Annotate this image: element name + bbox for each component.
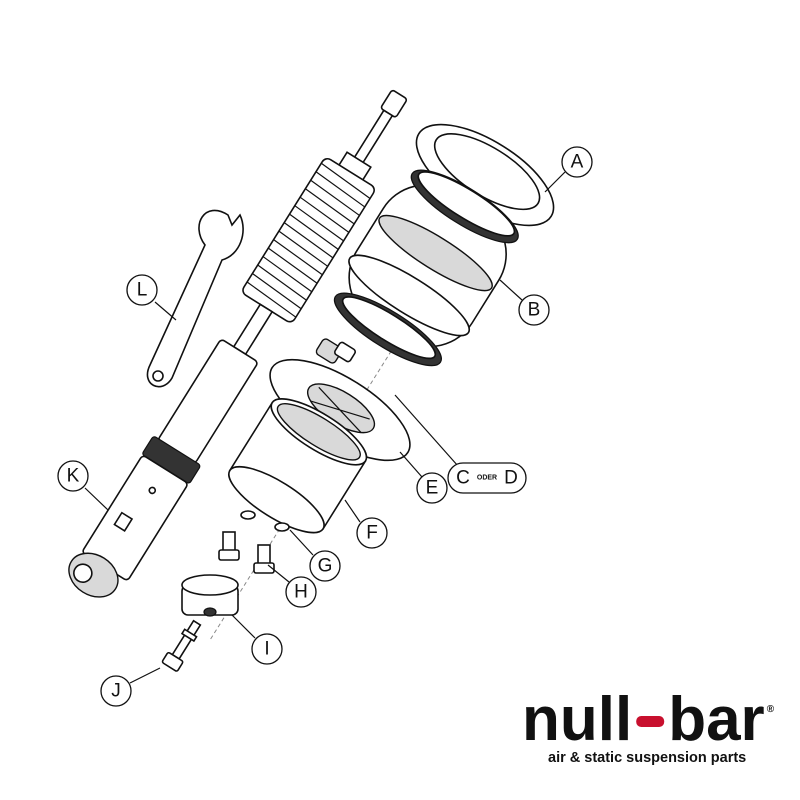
bellows-ridge	[262, 256, 313, 293]
callout-G: G	[309, 550, 341, 582]
logo-name-left: null	[522, 685, 632, 754]
bolt	[253, 544, 275, 574]
callout-C-or-D: C ODER D	[447, 462, 527, 494]
bellows-ridge	[278, 230, 329, 267]
svg-text:G: G	[318, 556, 333, 577]
callout-I: I	[251, 633, 283, 665]
bellows-ridge	[315, 171, 366, 208]
washer	[274, 522, 290, 532]
bellows-ridge	[252, 273, 302, 310]
bellows-ridge	[310, 179, 360, 216]
bellows-ridge	[294, 205, 344, 242]
bolt	[218, 531, 240, 561]
svg-text:L: L	[137, 280, 148, 301]
callout-F: F	[356, 517, 388, 549]
leader-lines	[84, 171, 566, 684]
callout-K: K	[57, 460, 89, 492]
bellows-ridge	[299, 196, 350, 233]
svg-text:D: D	[504, 468, 518, 489]
air-fitting	[315, 338, 357, 364]
svg-text:B: B	[528, 300, 541, 321]
spanner-wrench	[146, 209, 244, 388]
bellows-ridge	[289, 213, 339, 250]
dust-bellows	[242, 157, 375, 323]
svg-text:ODER: ODER	[477, 475, 497, 482]
bellows-ridge	[267, 247, 318, 284]
callout-E: E	[416, 472, 448, 504]
bellows-ridge	[257, 264, 307, 301]
callout-B: B	[518, 294, 550, 326]
svg-text:K: K	[67, 466, 80, 487]
callout-L: L	[126, 274, 158, 306]
svg-text:C: C	[456, 468, 470, 489]
bellows-ridge	[320, 162, 371, 199]
svg-text:I: I	[264, 639, 269, 660]
logo-name-right: bar	[668, 685, 764, 754]
svg-text:J: J	[111, 681, 121, 702]
callout-J: J	[100, 675, 132, 707]
callout-H: H	[285, 576, 317, 608]
bump-stop	[181, 574, 239, 617]
svg-text:H: H	[294, 582, 308, 603]
svg-text:A: A	[571, 152, 584, 173]
bellows-ridge	[283, 222, 334, 259]
bellows-ridge	[273, 239, 323, 276]
bellows-ridge	[305, 188, 355, 225]
logo-registered-mark: ®	[767, 704, 775, 715]
cup	[228, 398, 368, 534]
air-bellows	[333, 169, 519, 367]
shock-absorber	[68, 89, 408, 598]
washer	[240, 510, 256, 520]
mount-bolt	[161, 619, 202, 672]
null-bar-logo: null bar ® air & static suspension parts	[522, 685, 775, 766]
logo-tagline: air & static suspension parts	[548, 750, 746, 766]
bellows-ridge	[246, 281, 297, 318]
svg-text:F: F	[366, 523, 378, 544]
callout-A: A	[561, 146, 593, 178]
svg-text:E: E	[426, 478, 439, 499]
logo-dash	[636, 716, 665, 727]
